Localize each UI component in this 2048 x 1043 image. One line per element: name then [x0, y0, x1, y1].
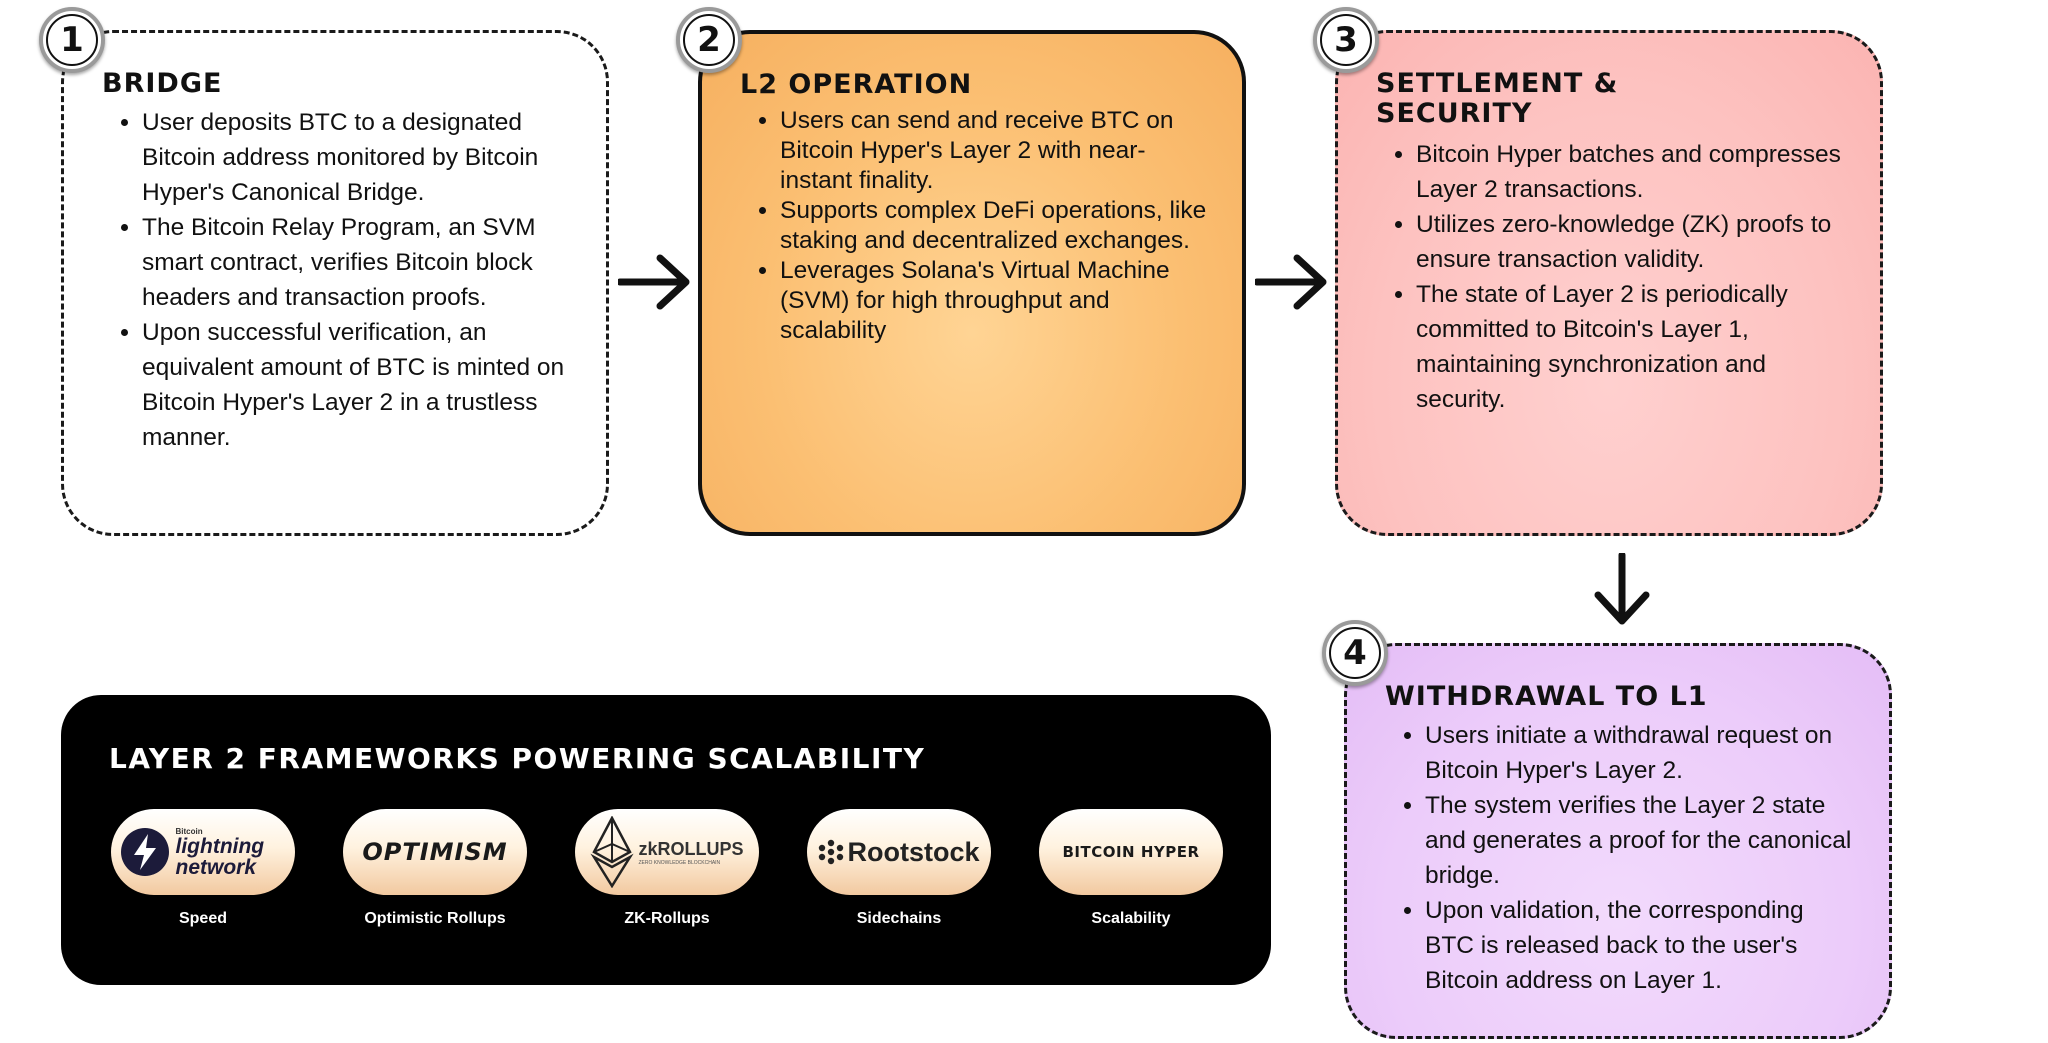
step-title: L2 OPERATION — [740, 69, 973, 100]
logo-caption: Bitcoin — [175, 826, 203, 836]
arrow-down-icon — [1594, 553, 1650, 625]
step-number-badge: 4 — [1322, 620, 1388, 686]
step-title: SETTLEMENT & SECURITY — [1376, 68, 1619, 129]
list-item: Upon successful verification, an equival… — [142, 315, 572, 455]
step-bullets: Bitcoin Hyper batches and compresses Lay… — [1376, 137, 1846, 417]
step-title: WITHDRAWAL TO L1 — [1385, 681, 1708, 712]
framework-lightning: Bitcoin lightning network Speed — [110, 809, 296, 928]
framework-bitcoin-hyper: BITCOIN HYPER Scalability — [1038, 809, 1224, 928]
framework-zk-rollups: zkROLLUPS ZERO KNOWLEDGE BLOCKCHAIN ZK-R… — [574, 809, 760, 928]
step-title: BRIDGE — [102, 68, 223, 99]
frameworks-panel: LAYER 2 FRAMEWORKS POWERING SCALABILITY … — [61, 695, 1271, 985]
framework-optimism: OPTIMISM Optimistic Rollups — [342, 809, 528, 928]
ethereum-diamond-icon — [590, 816, 635, 888]
logo-caption: ZERO KNOWLEDGE BLOCKCHAIN — [638, 859, 721, 866]
step-number: 3 — [1320, 14, 1372, 66]
logo-wordmark: lightning network — [175, 834, 265, 879]
step-bullets: Users initiate a withdrawal request on B… — [1385, 718, 1855, 998]
step-settlement-card: SETTLEMENT & SECURITY Bitcoin Hyper batc… — [1335, 30, 1883, 536]
framework-logo: OPTIMISM — [343, 809, 527, 895]
framework-logo: Bitcoin lightning network — [111, 809, 295, 895]
arrow-right-icon — [1255, 254, 1327, 310]
step-withdrawal-card: WITHDRAWAL TO L1 Users initiate a withdr… — [1344, 643, 1892, 1039]
arrow-right-icon — [618, 254, 690, 310]
step-number-badge: 1 — [39, 7, 105, 73]
step-number-badge: 2 — [676, 7, 742, 73]
step-number: 1 — [46, 14, 98, 66]
framework-logo: BITCOIN HYPER — [1039, 809, 1223, 895]
step-number: 2 — [683, 14, 735, 66]
step-bullets: User deposits BTC to a designated Bitcoi… — [102, 105, 572, 455]
logo-wordmark: OPTIMISM — [362, 838, 508, 866]
framework-logo: Rootstock — [807, 809, 991, 895]
step-bridge-card: BRIDGE User deposits BTC to a designated… — [61, 30, 609, 536]
step-number: 4 — [1329, 627, 1381, 679]
panel-title: LAYER 2 FRAMEWORKS POWERING SCALABILITY — [109, 742, 926, 775]
lightning-bolt-icon — [120, 828, 169, 876]
framework-logo: zkROLLUPS ZERO KNOWLEDGE BLOCKCHAIN — [575, 809, 759, 895]
framework-label: Speed — [178, 910, 227, 927]
framework-rootstock: Rootstock Sidechains — [806, 809, 992, 928]
logo-wordmark: BITCOIN HYPER — [1062, 843, 1200, 861]
list-item: Bitcoin Hyper batches and compresses Lay… — [1416, 137, 1846, 207]
list-item: The system verifies the Layer 2 state an… — [1425, 788, 1855, 893]
list-item: The Bitcoin Relay Program, an SVM smart … — [142, 210, 572, 315]
list-item: Utilizes zero-knowledge (ZK) proofs to e… — [1416, 207, 1846, 277]
list-item: The state of Layer 2 is periodically com… — [1416, 277, 1846, 417]
rootstock-dots-icon — [819, 839, 844, 865]
framework-label: Sidechains — [856, 910, 942, 927]
list-item: Users initiate a withdrawal request on B… — [1425, 718, 1855, 788]
step-l2-operation-card: L2 OPERATION Users can send and receive … — [698, 30, 1246, 536]
logo-wordmark: Rootstock — [847, 836, 980, 867]
step-bullets: Users can send and receive BTC on Bitcoi… — [740, 106, 1208, 346]
framework-label: Scalability — [1091, 910, 1171, 927]
list-item: User deposits BTC to a designated Bitcoi… — [142, 105, 572, 210]
list-item: Leverages Solana's Virtual Machine (SVM)… — [780, 256, 1208, 346]
logo-wordmark: zkROLLUPS — [638, 838, 744, 859]
step-number-badge: 3 — [1313, 7, 1379, 73]
framework-label: Optimistic Rollups — [364, 910, 506, 927]
list-item: Supports complex DeFi operations, like s… — [780, 196, 1208, 256]
list-item: Upon validation, the corresponding BTC i… — [1425, 893, 1855, 998]
framework-label: ZK-Rollups — [624, 910, 710, 927]
list-item: Users can send and receive BTC on Bitcoi… — [780, 106, 1208, 196]
